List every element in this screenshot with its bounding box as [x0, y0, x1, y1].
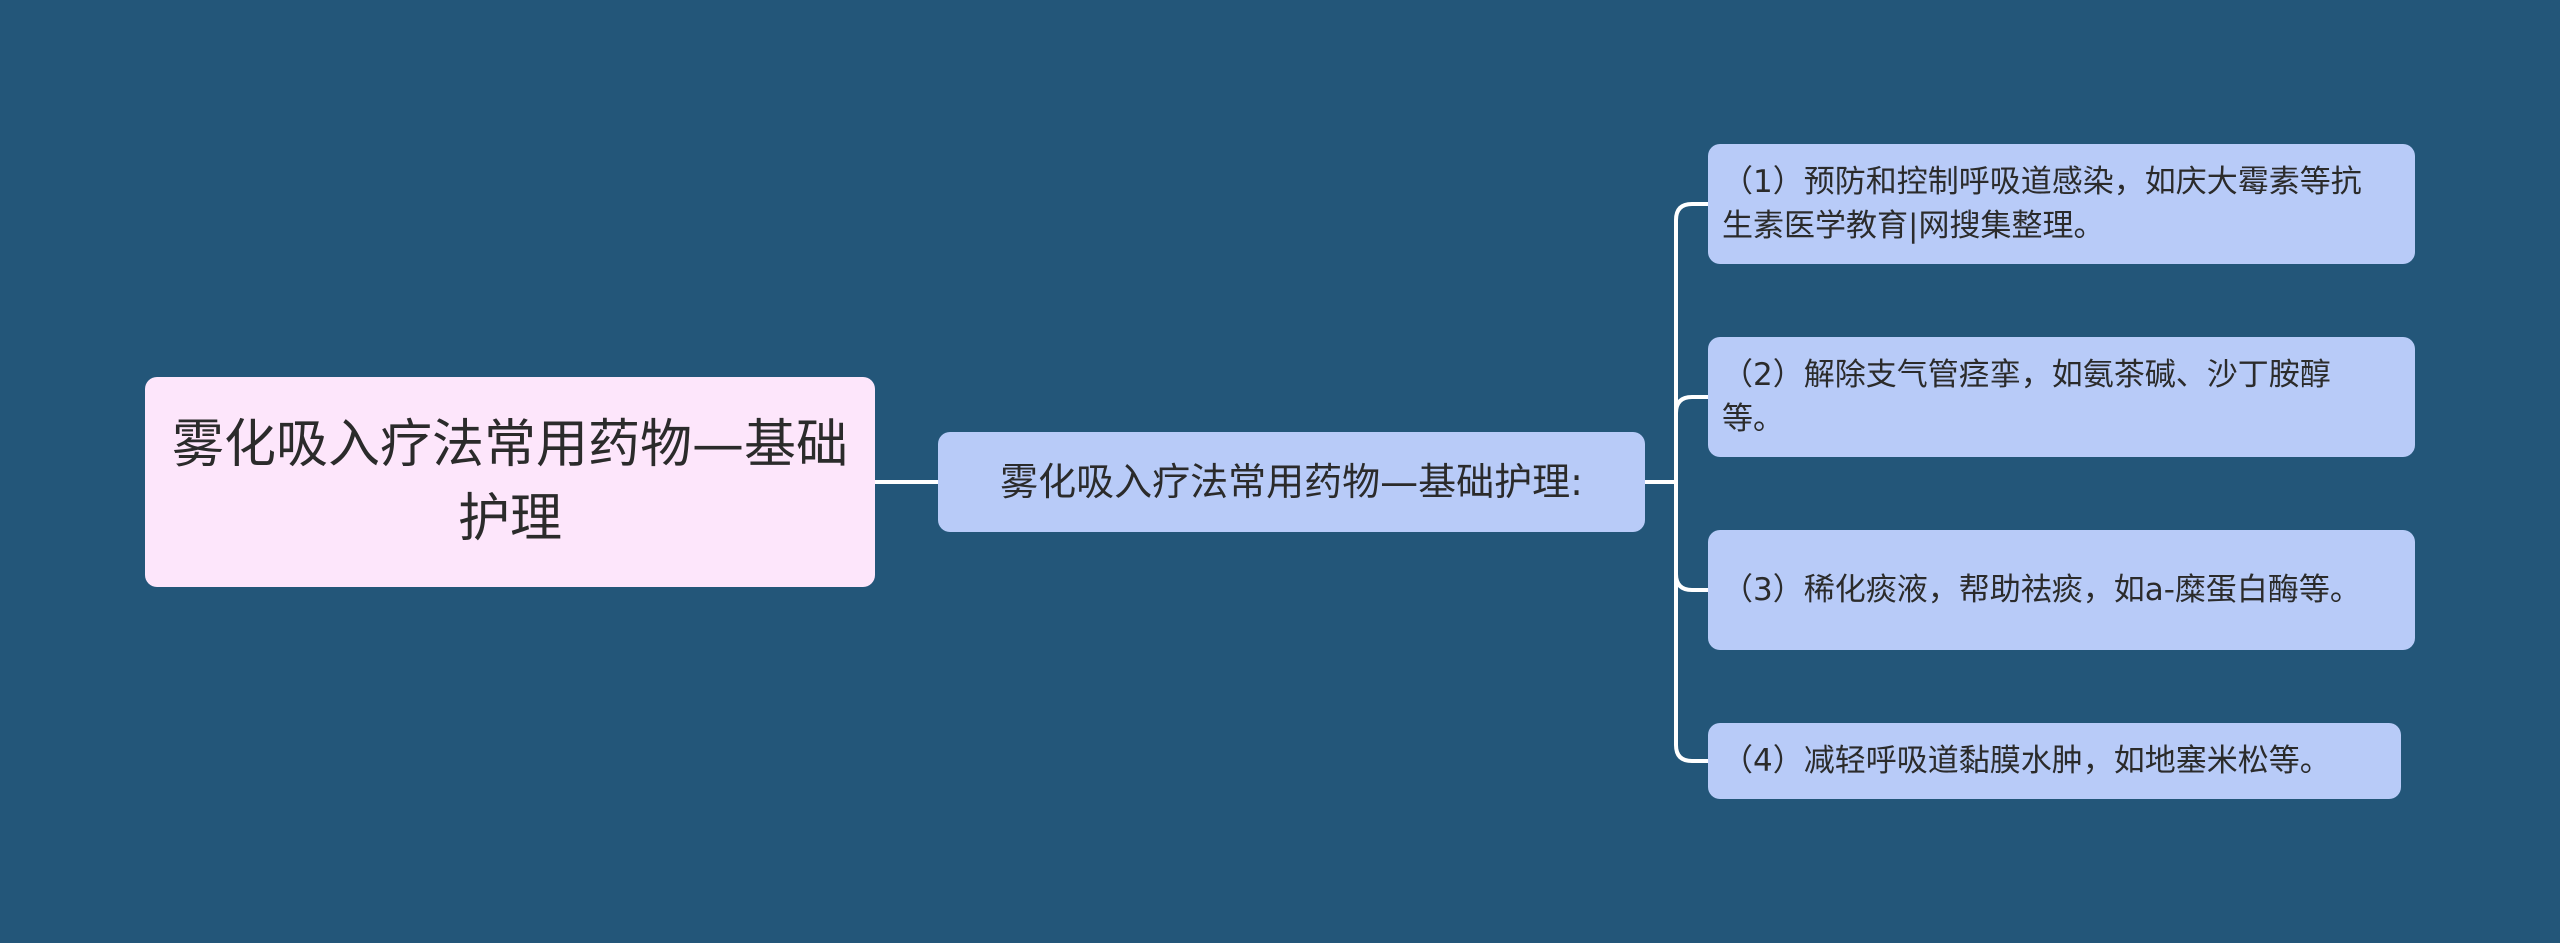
root-topic-node[interactable]: 雾化吸入疗法常用药物—基础护理 [145, 377, 875, 587]
leaf-node-3[interactable]: （3）稀化痰液，帮助祛痰，如a-糜蛋白酶等。 [1708, 530, 2415, 650]
connector-branch-1 [1674, 202, 1708, 482]
leaf-label: （3）稀化痰液，帮助祛痰，如a-糜蛋白酶等。 [1722, 572, 2361, 608]
root-topic-label: 雾化吸入疗法常用药物—基础护理 [171, 415, 848, 549]
subtopic-label: 雾化吸入疗法常用药物—基础护理: [1000, 460, 1583, 504]
leaf-node-4[interactable]: （4）减轻呼吸道黏膜水肿，如地塞米松等。 [1708, 723, 2401, 799]
leaf-node-2[interactable]: （2）解除支气管痉挛，如氨茶碱、沙丁胺醇等。 [1708, 337, 2415, 457]
connector-branch-2 [1674, 395, 1708, 482]
connector-branch-3 [1674, 482, 1708, 592]
subtopic-node[interactable]: 雾化吸入疗法常用药物—基础护理: [938, 432, 1645, 532]
connector-branch-4 [1674, 482, 1708, 763]
leaf-label: （4）减轻呼吸道黏膜水肿，如地塞米松等。 [1722, 743, 2331, 779]
leaf-node-1[interactable]: （1）预防和控制呼吸道感染，如庆大霉素等抗生素医学教育|网搜集整理。 [1708, 144, 2415, 264]
leaf-label: （1）预防和控制呼吸道感染，如庆大霉素等抗生素医学教育|网搜集整理。 [1722, 164, 2362, 244]
leaf-label: （2）解除支气管痉挛，如氨茶碱、沙丁胺醇等。 [1722, 357, 2331, 437]
